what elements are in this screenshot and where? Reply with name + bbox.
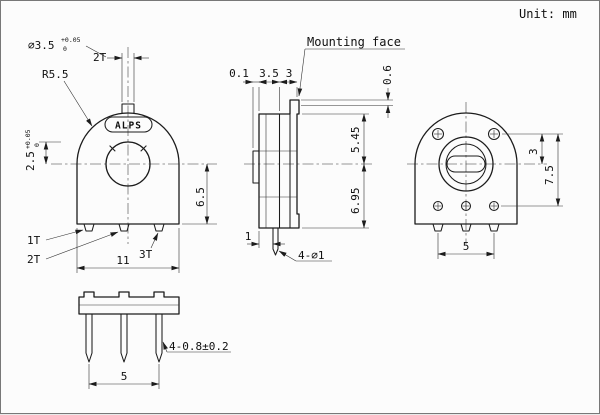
back-terminal-rivet-1	[432, 200, 444, 212]
back-rivet-right	[487, 127, 501, 141]
dim-center-to-bottom-side-label: 6.95	[349, 188, 362, 215]
dim-radius-label: R5.5	[42, 68, 69, 81]
back-rotor-slot	[446, 155, 486, 173]
front-dimensions: ⌀3.5 +0.05 0 2T R5.5 2.5 +0.05 0 6.5	[24, 36, 217, 273]
alps-logo-frame	[104, 116, 153, 133]
mounting-face-label: Mounting face	[307, 35, 401, 49]
dim-clip-gap-label: 0.1	[229, 67, 249, 80]
dim-slot-depth-tol-lower: 0	[33, 143, 41, 147]
back-rotor-inner-circle	[445, 143, 487, 185]
dim-overall-width-label: 11	[116, 254, 129, 267]
slot-width-label: 2T	[93, 51, 107, 64]
back-terminal-tab-1	[432, 223, 444, 232]
dim-rivet-to-center-label: 3	[527, 148, 540, 155]
bottom-view: 4-0.8±0.2 5	[78, 291, 231, 389]
back-terminal-rivet-2	[460, 200, 472, 212]
front-terminal-tab-2	[118, 223, 130, 232]
side-rotor-hub	[252, 150, 259, 184]
back-rivet-left	[431, 127, 445, 141]
dim-pin-offset-label: 1	[245, 230, 252, 243]
side-terminal-pin	[272, 228, 279, 256]
dim-terminal-span-label: 5	[463, 240, 470, 253]
terminal-2-label: 2T	[27, 253, 41, 266]
terminal-1-label: 1T	[27, 234, 41, 247]
front-view: ALPS ⌀3.5 +0.05 0 2T R5.5 2.5 +0.0	[24, 36, 217, 273]
back-body-outline	[414, 112, 518, 225]
dim-body-rear-label: 3	[286, 67, 293, 80]
bottom-body-outline	[78, 291, 180, 315]
back-terminal-tab-2	[460, 223, 472, 232]
rotor-notch-left	[109, 145, 116, 152]
back-view: 3 7.5 5	[407, 102, 563, 259]
front-terminal-tab-1	[83, 223, 95, 232]
bottom-pin-2	[120, 314, 128, 363]
dim-body-front-label: 3.5	[259, 67, 279, 80]
rotor-notch-right	[140, 145, 147, 152]
front-body-outline	[76, 112, 180, 225]
alps-logo-text: ALPS	[115, 121, 142, 132]
dim-rivet-to-terminal-label: 7.5	[543, 165, 556, 185]
dim-clip-height-label: 0.6	[381, 65, 394, 85]
dim-slot-depth-label: 2.5	[24, 151, 37, 171]
side-view: 0.1 3.5 3 Mounting face 0.6 5.45	[229, 35, 405, 262]
unit-label: Unit: mm	[519, 7, 577, 21]
dim-hole-diameter-label: ⌀3.5	[28, 39, 55, 52]
bottom-pin-1	[85, 314, 93, 363]
dim-pin-span-label: 5	[121, 370, 128, 383]
back-terminal-tab-3	[488, 223, 500, 232]
dim-slot-depth-tol-upper: +0.05	[24, 129, 32, 149]
front-rotor-circle	[105, 141, 151, 187]
dim-center-to-bottom-label: 6.5	[194, 187, 207, 207]
side-dimensions: 0.1 3.5 3 Mounting face 0.6 5.45	[229, 35, 405, 262]
front-terminal-tab-3	[153, 223, 165, 232]
front-top-boss	[121, 103, 135, 113]
dim-pin-width-label: 4-0.8±0.2	[169, 340, 229, 353]
dim-pin-dia-label: 4-⌀1	[298, 249, 325, 262]
back-terminal-rivet-3	[488, 200, 500, 212]
back-dimensions: 3 7.5 5	[437, 133, 563, 259]
side-body-outline	[258, 99, 300, 229]
dim-top-to-center-label: 5.45	[349, 127, 362, 154]
back-rotor-outer-circle	[438, 136, 494, 192]
terminal-3-label: 3T	[139, 248, 153, 261]
dim-hole-tol-lower: 0	[63, 45, 67, 53]
dim-hole-tol-upper: +0.05	[61, 36, 81, 44]
bottom-pin-3	[155, 314, 163, 363]
bottom-dimensions: 4-0.8±0.2 5	[88, 340, 231, 389]
